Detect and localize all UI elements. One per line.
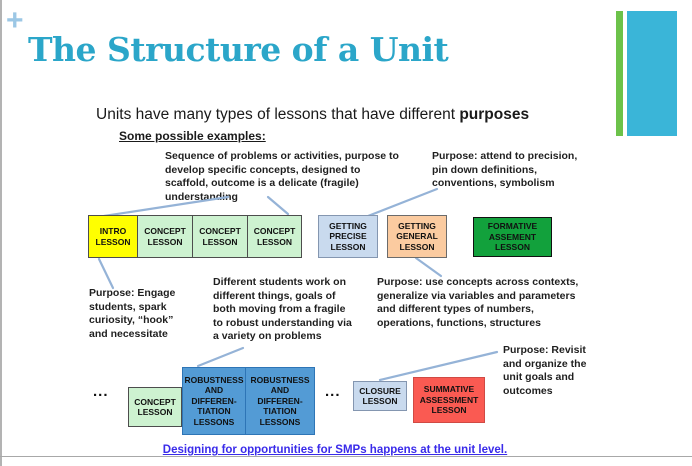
- lesson-box-summative-assessment: SUMMATIVE ASSESSMENT LESSON: [413, 377, 485, 423]
- decor-bar-green: [616, 11, 623, 136]
- footer-link[interactable]: Designing for opportunities for SMPs hap…: [162, 444, 508, 456]
- slide-bottom-border: [0, 456, 692, 457]
- connector-general-to-generalize: [414, 256, 443, 278]
- connector-different-to-robust: [196, 346, 245, 368]
- lesson-box-robustness-2: ROBUSTNESS AND DIFFEREN- TIATION LESSONS: [245, 367, 315, 435]
- lesson-box-intro: INTRO LESSON: [88, 215, 138, 258]
- decor-bar-teal: [627, 11, 677, 136]
- connector-intro-to-engage: [97, 257, 115, 290]
- lesson-box-getting-general: GETTING GENERAL LESSON: [387, 215, 447, 258]
- subtitle: Units have many types of lessons that ha…: [96, 106, 529, 124]
- lesson-box-concept-1: CONCEPT LESSON: [137, 215, 193, 258]
- ellipsis-left: ...: [93, 383, 109, 400]
- slide-left-border: [0, 0, 2, 466]
- annotation-revisit: Purpose: Revisit and organize the unit g…: [503, 344, 587, 397]
- lesson-box-concept-3: CONCEPT LESSON: [247, 215, 302, 258]
- subtitle-text: Units have many types of lessons that ha…: [96, 106, 460, 123]
- annotation-precision: Purpose: attend to precision, pin down d…: [432, 150, 578, 189]
- annotation-different-students: Different students work on different thi…: [213, 276, 352, 342]
- ellipsis-middle: ...: [325, 383, 341, 400]
- lesson-box-concept-2: CONCEPT LESSON: [192, 215, 248, 258]
- annotation-generalize: Purpose: use concepts across contexts, g…: [377, 276, 579, 329]
- subtitle-bold-word: purposes: [459, 106, 530, 123]
- annotation-engage: Purpose: Engage students, spark curiosit…: [89, 287, 176, 340]
- connector-revisit-to-closure: [378, 350, 499, 382]
- examples-label: Some possible examples:: [119, 129, 266, 143]
- lesson-box-closure: CLOSURE LESSON: [353, 381, 407, 411]
- lesson-box-getting-precise: GETTING PRECISE LESSON: [318, 215, 378, 258]
- lesson-box-concept-4: CONCEPT LESSON: [128, 387, 182, 427]
- page-title: The Structure of a Unit: [28, 30, 449, 69]
- plus-icon: +: [6, 4, 24, 37]
- lesson-box-robustness-1: ROBUSTNESS AND DIFFEREN- TIATION LESSONS: [182, 367, 246, 435]
- annotation-sequence: Sequence of problems or activities, purp…: [165, 150, 399, 203]
- lesson-box-formative-assessment: FORMATIVE ASSEMENT LESSON: [473, 217, 552, 257]
